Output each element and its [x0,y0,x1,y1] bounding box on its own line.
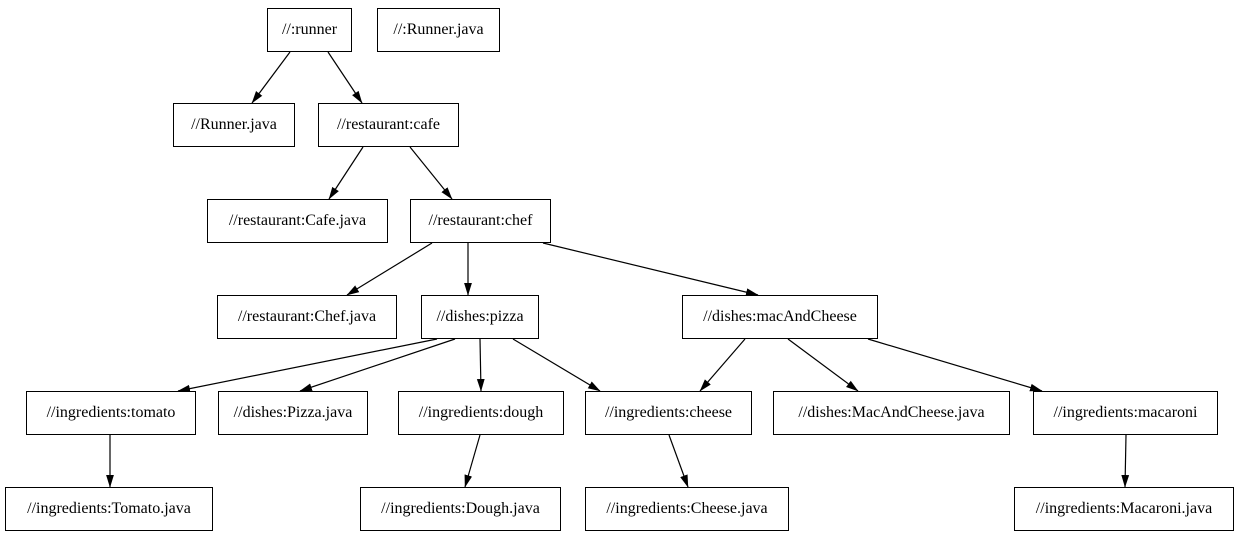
graph-node-cafe-java: //restaurant:Cafe.java [207,199,388,243]
graph-node-chef: //restaurant:chef [410,199,551,243]
graph-node-cheese-java: //ingredients:Cheese.java [585,487,789,531]
graph-node-runner: //:runner [267,8,352,52]
graph-node-chef-java: //restaurant:Chef.java [217,295,397,339]
graph-node-runner-java-lib: //:Runner.java [377,8,500,52]
graph-node-pizza-java: //dishes:Pizza.java [218,391,368,435]
graph-node-mac: //dishes:macAndCheese [682,295,878,339]
graph-node-cheese: //ingredients:cheese [585,391,752,435]
graph-node-pizza: //dishes:pizza [421,295,539,339]
graph-node-runner-java: //Runner.java [173,103,295,147]
graph-node-macaroni-java: //ingredients:Macaroni.java [1014,487,1234,531]
graph-node-dough-java: //ingredients:Dough.java [360,487,561,531]
graph-node-tomato: //ingredients:tomato [26,391,196,435]
graph-node-mac-java: //dishes:MacAndCheese.java [773,391,1010,435]
graph-node-tomato-java: //ingredients:Tomato.java [5,487,213,531]
graph-node-cafe: //restaurant:cafe [318,103,459,147]
graph-node-macaroni: //ingredients:macaroni [1033,391,1218,435]
graph-node-dough: //ingredients:dough [398,391,564,435]
